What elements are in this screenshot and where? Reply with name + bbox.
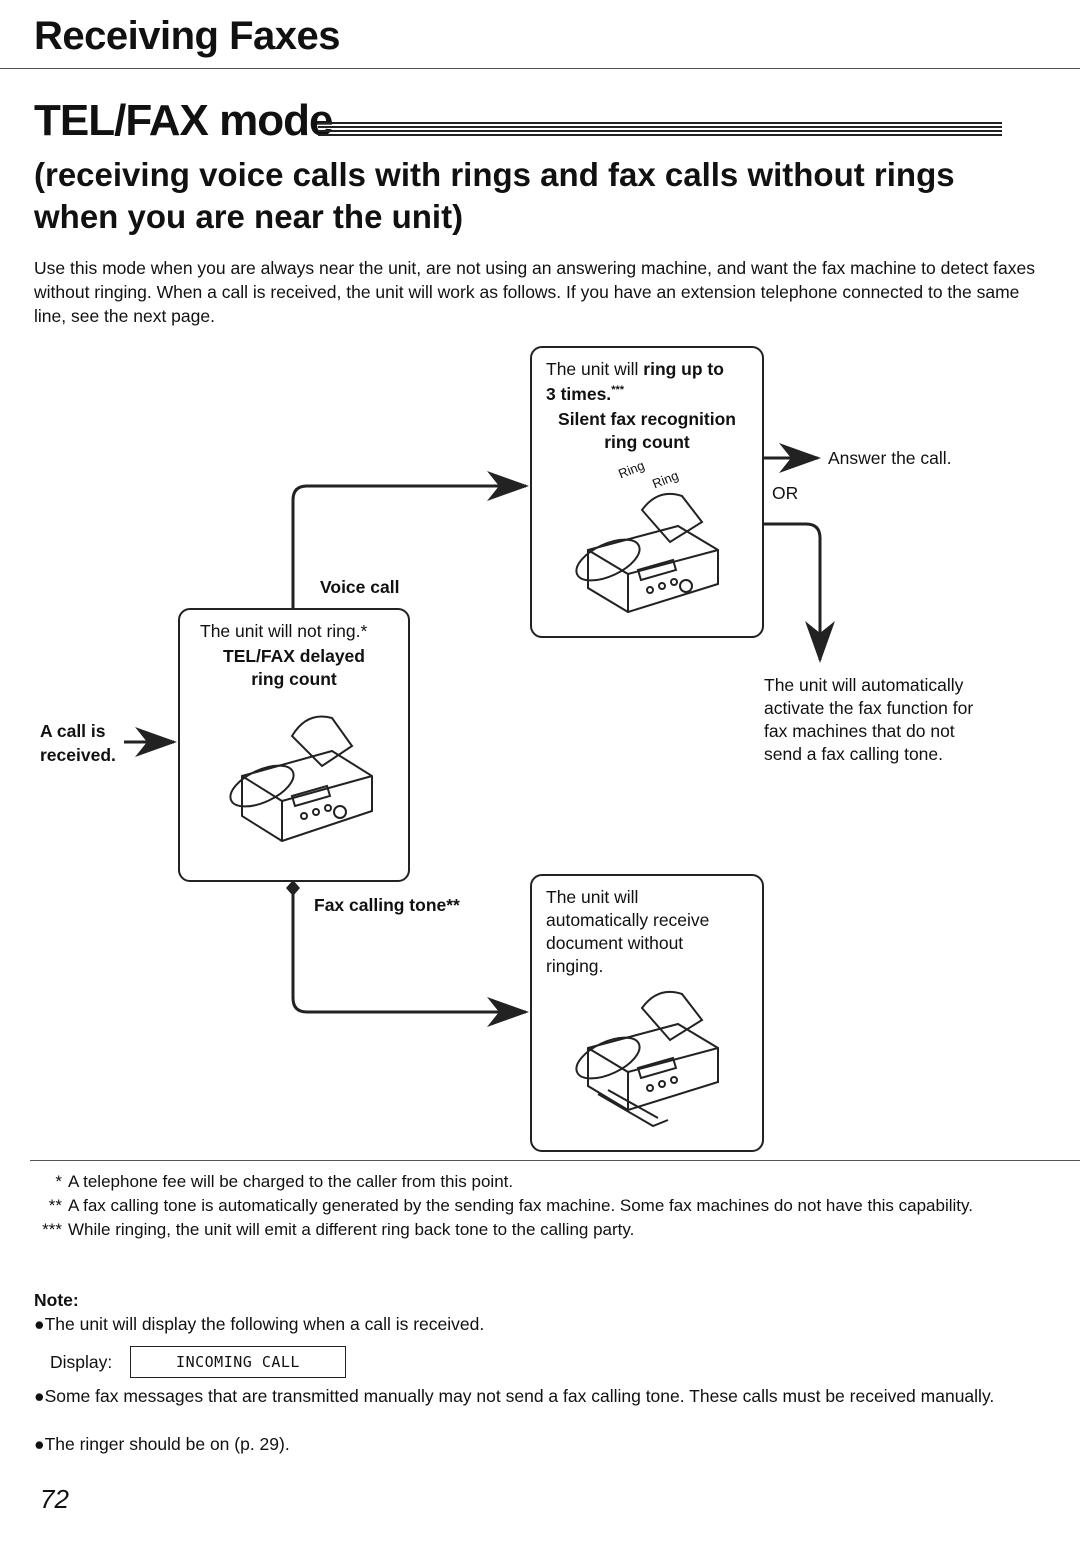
footnote-3-text: While ringing, the unit will emit a diff… (68, 1220, 635, 1239)
three-times-mark: *** (611, 384, 625, 396)
voice-call-path (291, 471, 529, 608)
note-line-2: ●Some fax messages that are transmitted … (34, 1386, 995, 1406)
section-title: Receiving Faxes (34, 14, 341, 58)
auto-fax-path (764, 522, 835, 663)
display-label: Display: (50, 1352, 113, 1372)
ring-up-bold: ring up to (643, 359, 724, 379)
mode-title: TEL/FAX mode (34, 96, 333, 145)
note-line-3: ●The ringer should be on (p. 29). (34, 1434, 290, 1454)
call-received-line2: received. (40, 745, 116, 765)
auto-fax-line2: activate the fax function for (764, 698, 974, 718)
footnote-3-mark: *** (42, 1220, 62, 1239)
ringing-fax-illustration (575, 492, 719, 614)
delayed-label: TEL/FAX delayed (223, 646, 365, 666)
footnotes: * A telephone fee will be charged to the … (30, 1170, 1050, 1242)
auto-receive-line2: automatically receive (546, 910, 710, 930)
footnote-2-text: A fax calling tone is automatically gene… (68, 1196, 973, 1215)
three-times-line: 3 times.*** (546, 379, 624, 406)
section-divider (0, 68, 1080, 69)
auto-receive-line4: ringing. (546, 956, 604, 976)
footnote-divider (30, 1160, 1080, 1161)
silent-fax-label: Silent fax recognition (558, 409, 736, 429)
receiving-fax-illustration (575, 990, 719, 1128)
auto-receive-line3: document without (546, 933, 684, 953)
mode-subtitle: (receiving voice calls with rings and fa… (34, 156, 955, 235)
note-line-1: ●The unit will display the following whe… (34, 1314, 485, 1334)
flow-connectors (124, 443, 835, 1027)
silent-fax-recognition-box: The unit will ring up to 3 times.*** Sil… (530, 346, 764, 638)
footnote-1: * A telephone fee will be charged to the … (30, 1170, 1050, 1194)
ring-up-line: The unit will ring up to (546, 358, 724, 381)
auto-receive-line1: The unit will (546, 887, 639, 907)
ring-up-text: The unit will (546, 359, 644, 379)
or-label: OR (772, 483, 799, 503)
footnote-2: ** A fax calling tone is automatically ge… (30, 1194, 1050, 1218)
footnote-1-text: A telephone fee will be charged to the c… (68, 1172, 514, 1191)
call-received-line1: A call is (40, 721, 106, 741)
note-heading: Note: (34, 1290, 79, 1310)
tel-fax-delayed-box: The unit will not ring.* TEL/FAX delayed… (178, 608, 410, 882)
delayed-ring-count-label: ring count (251, 669, 337, 689)
footnote-2-mark: ** (48, 1196, 62, 1215)
not-ring-text: The unit will not ring.* (200, 621, 368, 641)
auto-receive-box: The unit will automatically receive docu… (530, 874, 764, 1152)
display-readout: INCOMING CALL (130, 1346, 346, 1378)
auto-fax-line1: The unit will automatically (764, 675, 964, 695)
ring-text-1: Ring (616, 457, 647, 482)
footnote-1-mark: * (55, 1172, 62, 1191)
auto-fax-line3: fax machines that do not (764, 721, 955, 741)
fax-tone-label: Fax calling tone** (314, 895, 460, 915)
auto-fax-line4: send a fax calling tone. (764, 744, 944, 764)
intro-paragraph: Use this mode when you are always near t… (34, 258, 1035, 326)
answer-call-label: Answer the call. (828, 448, 952, 468)
fax-tone-diamond (286, 880, 300, 896)
three-times-text: 3 times. (546, 383, 612, 404)
page-number: 72 (40, 1484, 69, 1514)
silent-ring-count-label: ring count (604, 432, 690, 452)
fax-machine-illustration (229, 715, 373, 843)
fax-tone-path (291, 888, 529, 1027)
voice-call-label: Voice call (320, 577, 400, 597)
footnote-3: *** While ringing, the unit will emit a d… (30, 1218, 1050, 1242)
mode-title-rules (318, 122, 1002, 138)
